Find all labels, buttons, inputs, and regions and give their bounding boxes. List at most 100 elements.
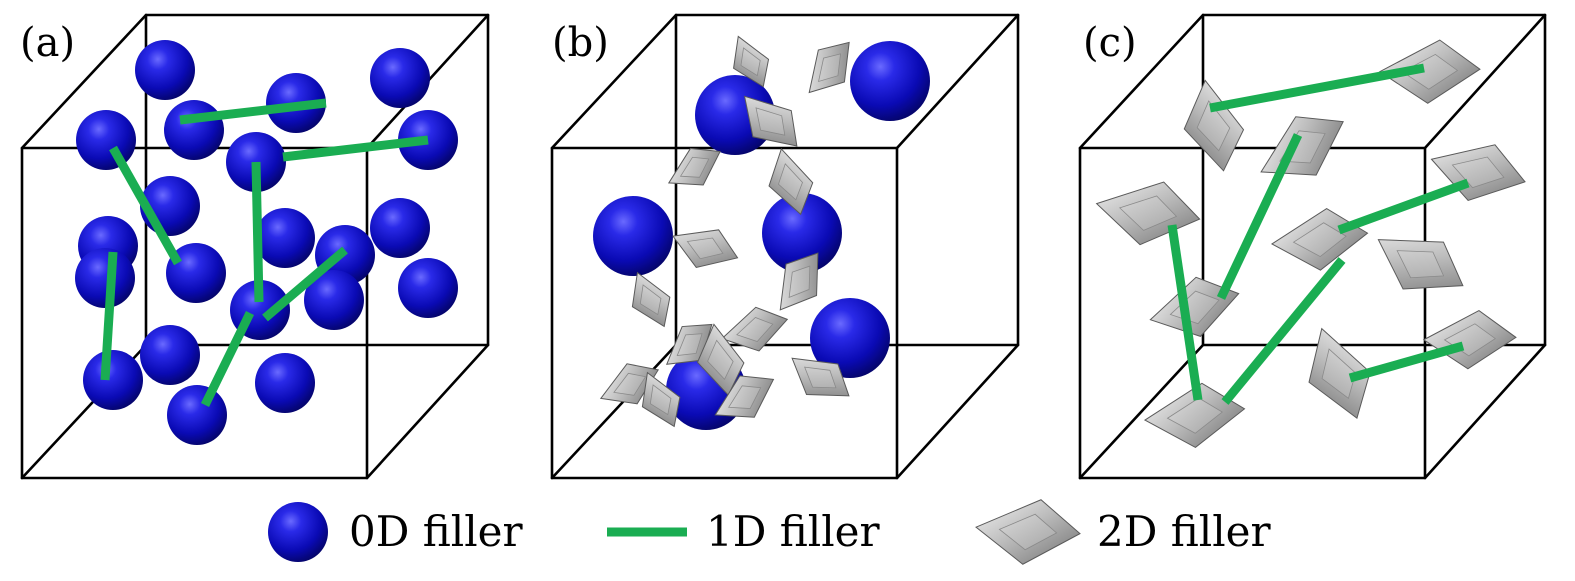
legend-item-0d: 0D filler bbox=[268, 502, 523, 562]
plate-face bbox=[736, 317, 774, 342]
filler-plate bbox=[631, 271, 671, 328]
sphere-layer bbox=[593, 41, 930, 430]
filler-sphere bbox=[135, 40, 195, 100]
plate-face bbox=[804, 366, 837, 389]
filler-plate bbox=[768, 148, 814, 216]
filler-plate bbox=[779, 252, 819, 311]
filler-plate bbox=[743, 95, 798, 147]
filler-sphere bbox=[255, 208, 315, 268]
filler-rod bbox=[200, 311, 255, 407]
sphere-layer bbox=[75, 40, 458, 445]
cube-edge bbox=[1423, 13, 1547, 150]
plate-face bbox=[1118, 195, 1178, 231]
filler-sphere bbox=[593, 196, 673, 276]
panel-label: (b) bbox=[552, 20, 609, 66]
plate-face bbox=[707, 339, 734, 380]
plate-face bbox=[727, 385, 762, 409]
cube-edge bbox=[1078, 13, 1205, 150]
rod-layer bbox=[1167, 63, 1470, 405]
filler-sphere bbox=[164, 100, 224, 160]
cube-edge bbox=[1423, 343, 1547, 480]
legend-item-2d: 2D filler bbox=[975, 499, 1271, 565]
plate-face bbox=[1321, 348, 1357, 399]
plate-face bbox=[639, 284, 662, 316]
cube-edge bbox=[20, 13, 148, 150]
legend-label: 2D filler bbox=[1097, 507, 1271, 556]
legend-sphere-icon bbox=[268, 502, 328, 562]
filler-sphere bbox=[810, 298, 890, 378]
filler-plate bbox=[641, 371, 681, 428]
plate-face bbox=[649, 384, 672, 416]
filler-plate bbox=[808, 41, 850, 94]
plate-face bbox=[818, 53, 842, 83]
cube-edge bbox=[1078, 343, 1205, 480]
filler-sphere bbox=[370, 198, 430, 258]
filler-sphere bbox=[370, 48, 430, 108]
legend-label: 0D filler bbox=[349, 507, 523, 556]
filler-plate bbox=[1378, 39, 1481, 104]
plate-face bbox=[676, 333, 703, 357]
filler-plate bbox=[721, 306, 789, 352]
plate-face bbox=[1196, 100, 1231, 152]
plate-face bbox=[679, 156, 710, 178]
cube-edge bbox=[550, 343, 678, 480]
filler-rod bbox=[109, 145, 182, 266]
plate-face bbox=[998, 513, 1058, 551]
plate-face bbox=[686, 237, 724, 260]
filler-sphere bbox=[140, 325, 200, 385]
filler-sphere bbox=[304, 270, 364, 330]
filler-rod bbox=[1167, 224, 1203, 401]
legend-item-1d: 1D filler bbox=[607, 507, 880, 556]
filler-sphere bbox=[83, 350, 143, 410]
filler-plate bbox=[714, 375, 775, 418]
filler-plate bbox=[1270, 208, 1369, 271]
filler-plate bbox=[1095, 181, 1201, 246]
plate-face bbox=[740, 47, 761, 77]
filler-sphere bbox=[76, 110, 136, 170]
filler-sphere bbox=[167, 385, 227, 445]
legend: 0D filler 1D filler 2D filler bbox=[268, 499, 1271, 565]
cube-edge bbox=[365, 343, 490, 480]
filler-plate bbox=[791, 357, 850, 397]
cube-b bbox=[550, 13, 1020, 480]
legend-plate-icon bbox=[975, 499, 1081, 565]
filler-sphere bbox=[762, 193, 842, 273]
cube-edge bbox=[550, 13, 678, 150]
filler-rod bbox=[1216, 133, 1303, 300]
filler-rod bbox=[1348, 341, 1465, 383]
plate-face bbox=[1292, 222, 1347, 258]
filler-plate bbox=[599, 363, 660, 405]
filler-rod bbox=[1221, 257, 1346, 405]
plate-layer bbox=[599, 35, 850, 428]
panel-label: (a) bbox=[20, 20, 75, 66]
plate-face bbox=[1401, 53, 1459, 90]
filler-plate bbox=[1143, 382, 1246, 448]
filler-plate bbox=[975, 499, 1081, 565]
plate-face bbox=[755, 107, 786, 136]
plate-face bbox=[1166, 397, 1223, 434]
filler-rod bbox=[179, 98, 327, 125]
plate-face bbox=[778, 163, 803, 201]
filler-rod bbox=[1337, 178, 1470, 235]
plate-face bbox=[1396, 250, 1445, 279]
panel-b: (b) bbox=[550, 13, 1020, 480]
filler-plate bbox=[1377, 239, 1464, 290]
filler-plate bbox=[672, 229, 739, 269]
plate-face bbox=[788, 265, 811, 298]
plate-face bbox=[613, 372, 647, 396]
filler-sphere bbox=[166, 243, 226, 303]
panel-label: (c) bbox=[1083, 20, 1137, 66]
cube-edge bbox=[895, 343, 1020, 480]
filler-plate bbox=[1430, 144, 1526, 202]
filler-plate bbox=[1422, 309, 1517, 370]
filler-plate bbox=[1308, 327, 1371, 419]
legend-label: 1D filler bbox=[706, 507, 880, 556]
panel-a: (a) bbox=[20, 13, 490, 480]
filler-rod bbox=[1209, 63, 1425, 113]
plate-layer bbox=[1095, 39, 1526, 448]
rod-layer bbox=[100, 98, 429, 407]
filler-plate bbox=[733, 35, 770, 88]
filler-plate bbox=[667, 147, 721, 186]
panel-c: (c) bbox=[1078, 13, 1547, 480]
